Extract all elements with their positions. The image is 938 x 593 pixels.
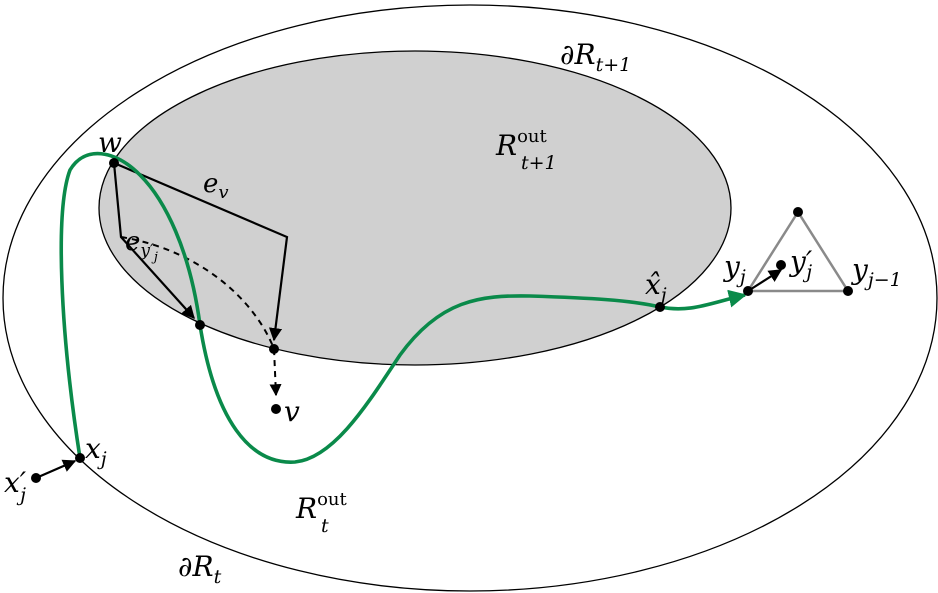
- label-e-yj: ey′j: [125, 227, 158, 265]
- label-v: v: [284, 395, 300, 428]
- label-outer-boundary: ∂Rt+1: [560, 38, 631, 76]
- node-yj: [743, 286, 753, 296]
- node-yj-prime: [776, 260, 786, 270]
- inner-region-ellipse: [98, 50, 732, 366]
- label-w: w: [98, 126, 122, 159]
- node-v: [271, 404, 281, 414]
- label-y-j: yj: [722, 250, 746, 288]
- node-triangle-top: [793, 207, 803, 217]
- label-x-j-prime: x′j: [4, 466, 27, 506]
- node-yj-minus-1: [843, 286, 853, 296]
- node-e-yj-corner: [195, 320, 205, 330]
- label-y-j-prime: y′j: [788, 245, 813, 283]
- green-path: [59, 151, 747, 464]
- label-e-v: ev: [203, 169, 229, 203]
- node-w: [109, 158, 119, 168]
- arrow-xj-prime: [35, 459, 77, 480]
- node-xhat-j: [655, 302, 665, 312]
- arrow-yj-prime: [747, 269, 783, 292]
- triangle: [745, 209, 851, 293]
- edge-e-v: [113, 161, 289, 342]
- label-x-hat-j: x̂j: [645, 268, 667, 306]
- label-y-j-minus-1: yj−1: [850, 253, 902, 291]
- label-x-j: xj: [85, 432, 107, 470]
- node-xj-prime: [31, 473, 41, 483]
- node-xj: [75, 453, 85, 463]
- node-ev-end: [269, 344, 279, 354]
- dashed-path: [120, 236, 282, 397]
- label-bottom-boundary: ∂Rt: [178, 550, 222, 588]
